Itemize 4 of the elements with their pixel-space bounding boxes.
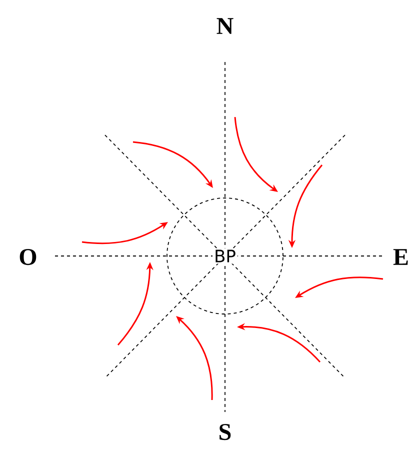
compass-letter: E	[393, 249, 408, 265]
compass-letter: O	[20, 248, 36, 266]
compass-letter: S	[220, 424, 231, 440]
compass-letter: N	[216, 18, 234, 34]
